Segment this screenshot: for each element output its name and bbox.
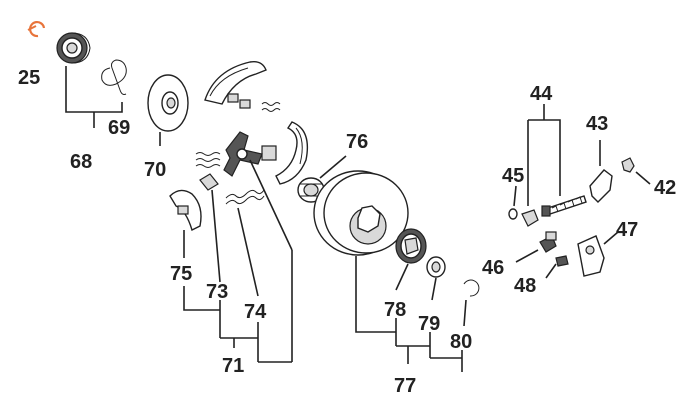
part-73-block	[199, 173, 219, 191]
callout-78: 78	[384, 299, 406, 321]
callout-46: 46	[482, 257, 504, 279]
part-42-bracket	[621, 157, 635, 173]
part-48-screw	[555, 255, 569, 267]
callout-77: 77	[394, 375, 416, 397]
callout-labels: 25 68 69 70 71 73 74 75 76 77 78 79 80 4…	[18, 67, 676, 397]
part-75-clutch-shoe	[169, 189, 202, 231]
part-25-circlip	[27, 21, 46, 38]
part-69-spring-clip	[101, 59, 127, 95]
part-43-lever	[589, 169, 613, 203]
part-47-cover-plate	[577, 235, 605, 277]
callout-42: 42	[654, 177, 676, 199]
callout-79: 79	[418, 313, 440, 335]
callout-43: 43	[586, 113, 608, 135]
callout-45: 45	[502, 165, 524, 187]
part-clutch-hub	[223, 131, 263, 177]
callout-80: 80	[450, 331, 472, 353]
part-78-sprocket	[395, 228, 427, 264]
part-45-o-ring	[508, 208, 539, 227]
callout-47: 47	[616, 219, 638, 241]
part-44-screw	[541, 195, 587, 217]
callout-71: 71	[222, 355, 244, 377]
part-hub-springs	[195, 102, 281, 168]
callout-48: 48	[514, 275, 536, 297]
callout-68: 68	[70, 151, 92, 173]
part-80-e-clip	[463, 279, 480, 297]
part-68-bushing	[56, 32, 91, 64]
part-clutch-shoe-upper	[204, 60, 267, 109]
leader-lines	[65, 66, 651, 372]
callout-69: 69	[108, 117, 130, 139]
callout-25: 25	[18, 67, 40, 89]
part-77-clutch-drum	[313, 170, 409, 256]
callout-75: 75	[170, 263, 192, 285]
callout-73: 73	[206, 281, 228, 303]
part-46-bolt	[539, 231, 557, 253]
callout-70: 70	[144, 159, 166, 181]
part-79-washer	[426, 256, 446, 278]
part-74-coil-spring	[225, 189, 265, 205]
callout-74: 74	[244, 301, 267, 323]
callout-44: 44	[530, 83, 553, 105]
callout-76: 76	[346, 131, 368, 153]
part-clutch-shoe-right	[261, 121, 309, 185]
part-70-washer	[147, 74, 189, 132]
